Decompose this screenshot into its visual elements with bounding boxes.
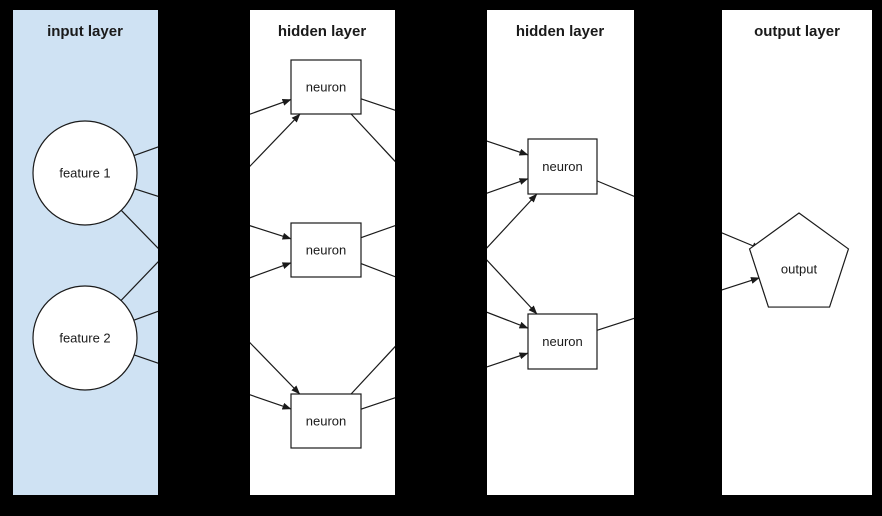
gap-mask-right-margin (872, 0, 882, 516)
h1-neuron-1-label: neuron (306, 80, 346, 95)
feature-1-label: feature 1 (59, 166, 110, 181)
title-input-layer: input layer (47, 23, 123, 40)
panel-titles: input layer hidden layer hidden layer outpu… (47, 23, 840, 40)
node-feature-2[interactable]: feature 2 (32, 285, 138, 391)
network-nodes: feature 1 feature 2 neuron neuron neuron neur… (32, 59, 850, 449)
node-h1-neuron-3[interactable]: neuron (290, 393, 362, 449)
gap-mask-gap-2 (634, 0, 722, 516)
h1-neuron-2-shape (290, 222, 362, 278)
panel-hidden-layer-2 (487, 10, 634, 495)
h2-neuron-1-label: neuron (542, 159, 582, 174)
node-h1-neuron-1[interactable]: neuron (290, 59, 362, 115)
node-feature-1[interactable]: feature 1 (32, 120, 138, 226)
h1-neuron-2-label: neuron (306, 243, 346, 258)
node-output-node[interactable]: output (748, 212, 850, 308)
feature-1-shape (32, 120, 138, 226)
title-hidden-layer-1: hidden layer (278, 23, 367, 40)
panel-input-layer (13, 10, 158, 495)
title-hidden-layer-2: hidden layer (516, 23, 605, 40)
h1-neuron-1-shape (290, 59, 362, 115)
h2-neuron-1-shape (527, 138, 598, 195)
node-h2-neuron-2[interactable]: neuron (527, 313, 598, 370)
node-h1-neuron-2[interactable]: neuron (290, 222, 362, 278)
gap-mask-left-margin (0, 0, 13, 516)
h1-neuron-3-label: neuron (306, 414, 346, 429)
gap-mask-top-margin (0, 0, 882, 10)
h1-neuron-3-shape (290, 393, 362, 449)
gap-mask-gap-0 (158, 0, 250, 516)
gap-mask-gap-1 (395, 0, 487, 516)
output-node-shape (748, 212, 850, 308)
node-h2-neuron-1[interactable]: neuron (527, 138, 598, 195)
feature-2-label: feature 2 (59, 331, 110, 346)
title-output-layer: output layer (754, 23, 840, 40)
h2-neuron-2-label: neuron (542, 334, 582, 349)
h2-neuron-2-shape (527, 313, 598, 370)
gap-mask-bottom-margin (0, 495, 882, 516)
output-node-label: output (781, 262, 818, 277)
feature-2-shape (32, 285, 138, 391)
